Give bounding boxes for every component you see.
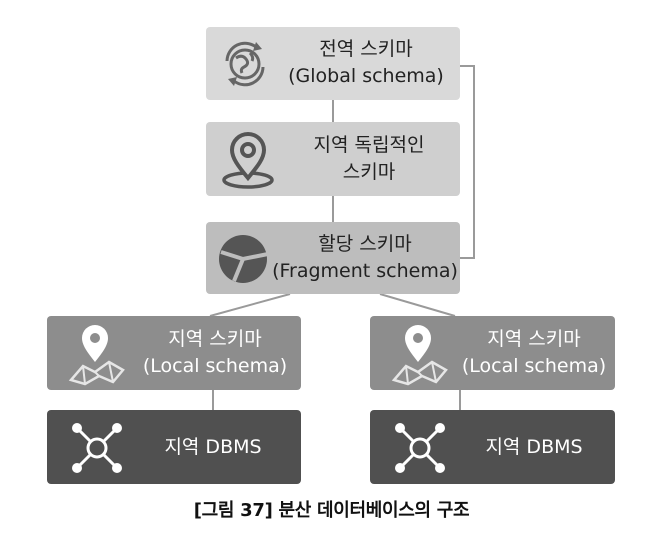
- local-schema-box-right: 지역 스키마 (Local schema): [370, 316, 615, 390]
- map-pin-icon: [391, 325, 448, 386]
- location-pin-icon: [222, 132, 274, 189]
- local-schema-title-left: 지역 스키마: [168, 328, 262, 350]
- global-schema-label: 전역 스키마 (Global schema): [276, 36, 456, 90]
- global-schema-subtitle: (Global schema): [288, 65, 444, 87]
- local-dbms-title-left: 지역 DBMS: [164, 436, 262, 458]
- local-schema-subtitle-right: (Local schema): [461, 355, 607, 377]
- local-schema-label-right: 지역 스키마 (Local schema): [454, 326, 614, 380]
- local-schema-box-left: 지역 스키마 (Local schema): [47, 316, 301, 390]
- globe-refresh-icon: [225, 41, 265, 87]
- fragment-schema-subtitle: (Fragment schema): [272, 260, 458, 282]
- fragment-schema-label: 할당 스키마 (Fragment schema): [272, 231, 458, 285]
- figure-caption: [그림 37] 분산 데이터베이스의 구조: [193, 500, 470, 521]
- local-independent-schema-title: 지역 독립적인: [313, 134, 425, 156]
- local-independent-schema-label: 지역 독립적인 스키마: [282, 132, 456, 186]
- map-pin-icon: [68, 325, 125, 386]
- local-independent-schema-subtitle: 스키마: [342, 161, 396, 183]
- local-dbms-box-left: 지역 DBMS: [47, 410, 301, 484]
- fragment-schema-title: 할당 스키마: [318, 233, 412, 255]
- local-independent-schema-box: 지역 독립적인 스키마: [206, 122, 460, 196]
- local-dbms-title-right: 지역 DBMS: [485, 436, 583, 458]
- connector-fragment-local-left: [209, 293, 291, 317]
- local-schema-title-right: 지역 스키마: [487, 328, 581, 350]
- local-dbms-box-right: 지역 DBMS: [370, 410, 615, 484]
- local-schema-subtitle-left: (Local schema): [142, 355, 288, 377]
- fragment-schema-box: 할당 스키마 (Fragment schema): [206, 222, 460, 294]
- connector-global-fragment-bypass: [460, 65, 475, 259]
- local-dbms-label-right: 지역 DBMS: [454, 434, 614, 461]
- global-schema-title: 전역 스키마: [319, 38, 413, 60]
- local-dbms-label-left: 지역 DBMS: [133, 434, 293, 461]
- network-hub-icon: [395, 423, 445, 473]
- pie-segment-icon: [219, 235, 269, 283]
- connector-fragment-local-right: [379, 293, 456, 317]
- network-hub-icon: [72, 423, 122, 473]
- global-schema-box: 전역 스키마 (Global schema): [206, 27, 460, 100]
- local-schema-label-left: 지역 스키마 (Local schema): [133, 326, 297, 380]
